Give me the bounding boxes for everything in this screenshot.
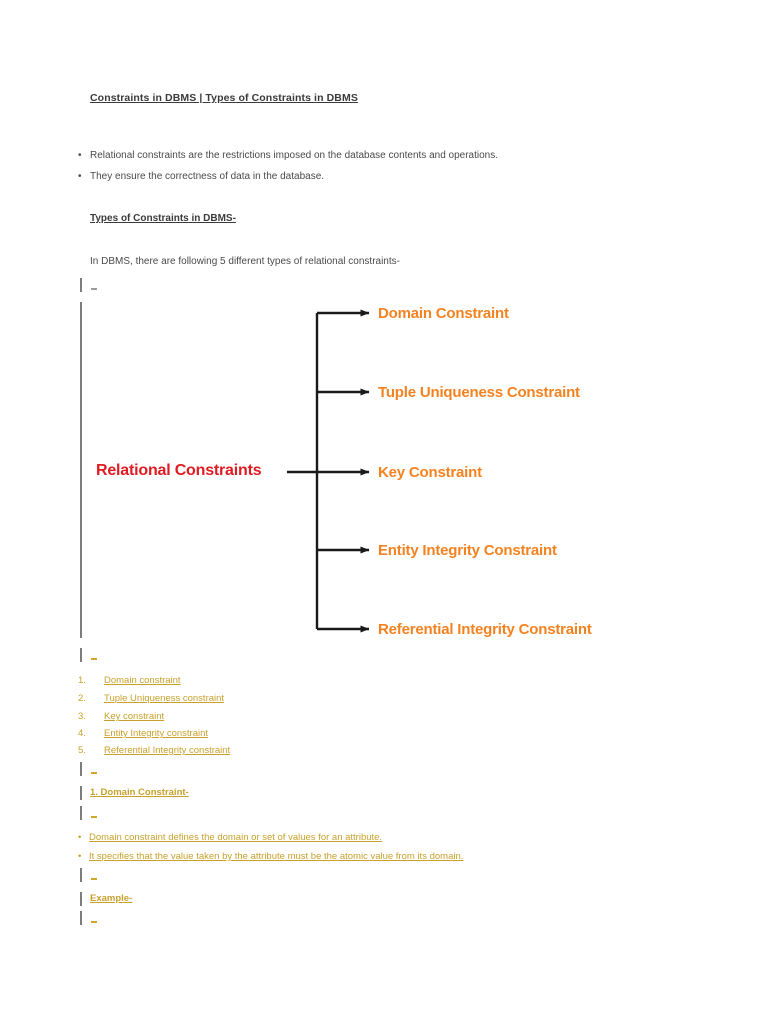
bullet-icon: • bbox=[78, 150, 82, 161]
change-bar bbox=[80, 786, 82, 800]
paragraph-marker bbox=[91, 878, 97, 880]
change-bar bbox=[80, 806, 82, 820]
detail-bullet-1-text: Domain constraint defines the domain or … bbox=[89, 832, 383, 843]
detail-bullet-2-text: It specifies that the value taken by the… bbox=[89, 851, 464, 862]
paragraph-marker bbox=[91, 772, 97, 774]
intro-bullet-1: • Relational constraints are the restrict… bbox=[78, 150, 498, 161]
diagram-label-referential-integrity-constraint: Referential Integrity Constraint bbox=[378, 621, 592, 638]
section-intro-text: In DBMS, there are following 5 different… bbox=[90, 256, 400, 267]
detail-heading[interactable]: 1. Domain Constraint- bbox=[90, 787, 189, 798]
diagram-label-tuple-uniqueness-constraint: Tuple Uniqueness Constraint bbox=[378, 384, 580, 401]
bullet-icon: • bbox=[78, 832, 82, 843]
list-item-label: Key constraint bbox=[104, 711, 165, 722]
change-bar bbox=[80, 911, 82, 925]
change-bar bbox=[80, 648, 82, 662]
list-item-number: 1. bbox=[78, 675, 86, 686]
change-bar bbox=[80, 868, 82, 882]
intro-bullet-2-text: They ensure the correctness of data in t… bbox=[90, 171, 325, 182]
intro-bullet-1-text: Relational constraints are the restricti… bbox=[90, 150, 499, 161]
example-heading[interactable]: Example- bbox=[90, 893, 133, 904]
list-item[interactable]: 5. Referential Integrity constraint bbox=[78, 745, 230, 756]
paragraph-marker bbox=[91, 921, 97, 923]
list-item[interactable]: 3. Key constraint bbox=[78, 711, 164, 722]
change-bar bbox=[80, 762, 82, 776]
bullet-icon: • bbox=[78, 851, 82, 862]
list-item-label: Tuple Uniqueness constraint bbox=[104, 693, 225, 704]
intro-bullet-2: • They ensure the correctness of data in … bbox=[78, 171, 324, 182]
list-item-label: Entity Integrity constraint bbox=[104, 728, 209, 739]
list-item-number: 2. bbox=[78, 693, 86, 704]
bullet-icon: • bbox=[78, 171, 82, 182]
list-item-number: 4. bbox=[78, 728, 86, 739]
list-item[interactable]: 2. Tuple Uniqueness constraint bbox=[78, 693, 224, 704]
paragraph-marker bbox=[91, 288, 97, 290]
paragraph-marker bbox=[91, 816, 97, 818]
change-bar bbox=[80, 892, 82, 906]
list-item-label: Referential Integrity constraint bbox=[104, 745, 231, 756]
list-item-label: Domain constraint bbox=[104, 675, 181, 686]
diagram-label-entity-integrity-constraint: Entity Integrity Constraint bbox=[378, 542, 557, 559]
diagram-label-domain-constraint: Domain Constraint bbox=[378, 305, 509, 322]
diagram-root-label: Relational Constraints bbox=[96, 462, 262, 479]
list-item[interactable]: 4. Entity Integrity constraint bbox=[78, 728, 208, 739]
list-item-number: 5. bbox=[78, 745, 86, 756]
paragraph-marker bbox=[91, 658, 97, 660]
diagram-label-key-constraint: Key Constraint bbox=[378, 464, 482, 481]
detail-bullet-2[interactable]: • It specifies that the value taken by th… bbox=[78, 851, 463, 862]
page-title: Constraints in DBMS | Types of Constrain… bbox=[90, 92, 358, 104]
list-item-number: 3. bbox=[78, 711, 86, 722]
list-item[interactable]: 1. Domain constraint bbox=[78, 675, 181, 686]
change-bar bbox=[80, 278, 82, 292]
detail-bullet-1[interactable]: • Domain constraint defines the domain or… bbox=[78, 832, 382, 843]
section-heading: Types of Constraints in DBMS- bbox=[90, 213, 236, 224]
change-bar bbox=[80, 302, 82, 638]
